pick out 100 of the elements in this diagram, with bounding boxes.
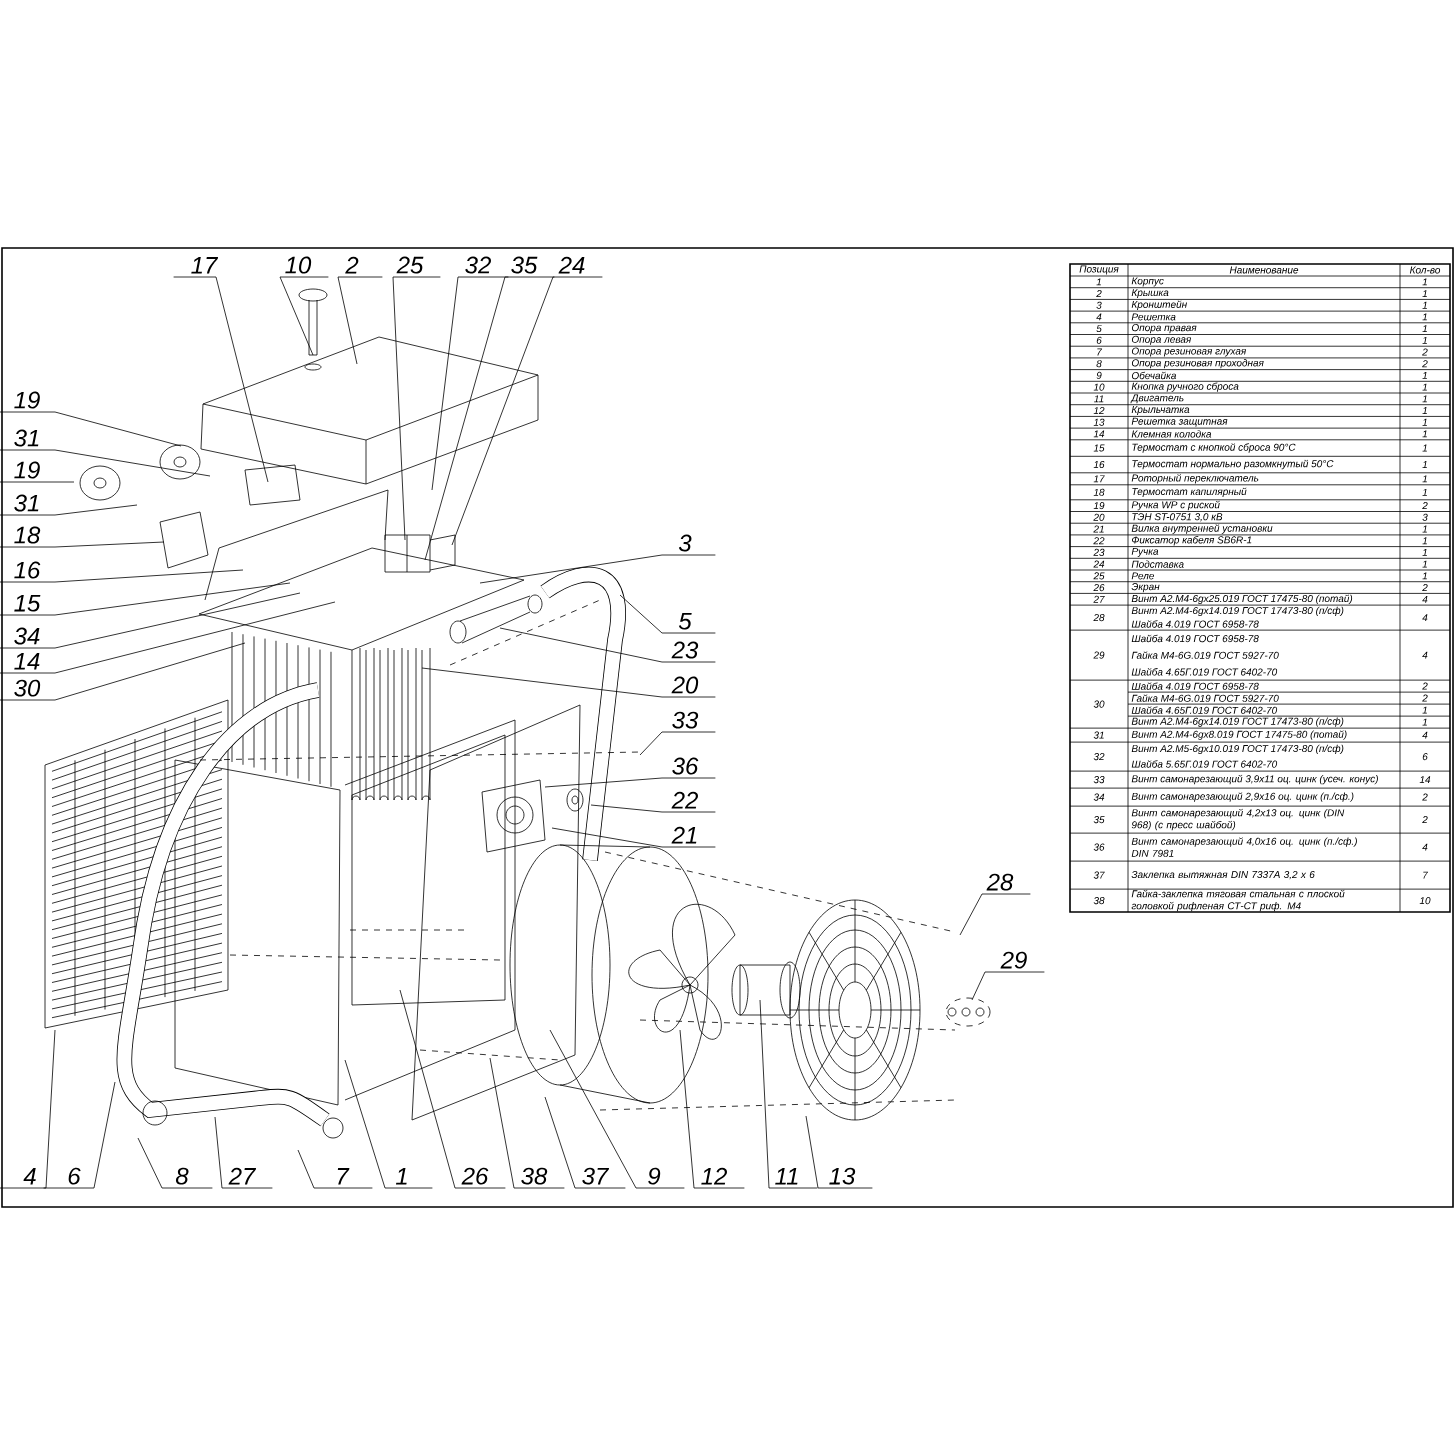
leader-line — [551, 827, 716, 848]
table-cell: 1 — [1422, 488, 1427, 496]
table-cell: Гайка М4-6G.019 ГОСТ 5927-70 — [1131, 694, 1279, 702]
table-cell: 34 — [1093, 793, 1105, 801]
leader-line — [971, 971, 1045, 1001]
table-cell: Экран — [1131, 583, 1160, 593]
table-cell: 27 — [1093, 595, 1105, 603]
leader-line — [43, 1081, 116, 1189]
table-cell: Решетка защитная — [1131, 417, 1228, 427]
table-cell: 1 — [1422, 706, 1427, 714]
callout-number: 16 — [14, 561, 41, 579]
table-cell: Опора резиновая глухая — [1131, 347, 1247, 357]
callout-number: 10 — [285, 256, 312, 274]
table-cell: 1 — [1096, 278, 1101, 286]
table-cell: 1 — [1422, 278, 1427, 286]
callout-number: 27 — [228, 1167, 257, 1185]
leader-line — [759, 999, 818, 1189]
table-cell: Винт самонарезающий 2,9x16 оц. цинк (п./сф.) — [1131, 792, 1354, 802]
table-cell: Крышка — [1131, 289, 1169, 299]
table-cell: 23 — [1093, 548, 1105, 556]
leader-line — [479, 554, 716, 584]
callout-number: 5 — [678, 612, 692, 630]
leader-line — [0, 449, 211, 477]
table-cell: 2 — [1422, 360, 1428, 368]
callout-number: 19 — [14, 461, 40, 479]
leader-line — [337, 276, 383, 365]
table-cell: ТЭН ST-0751 3,0 кВ — [1132, 513, 1223, 522]
table-cell: Шайба 4.65Г.019 ГОСТ 6402-70 — [1131, 706, 1278, 714]
table-header-cell: Наименование — [1229, 266, 1299, 274]
callout-number: 19 — [14, 391, 40, 409]
table-cell: 2 — [1422, 348, 1428, 356]
table-cell: Фиксатор кабеля SB6R-1 — [1132, 536, 1252, 546]
table-cell: 1 — [1422, 525, 1427, 533]
callout-number: 38 — [521, 1167, 548, 1185]
leader-line — [0, 1029, 56, 1189]
table-cell: Опора резиновая проходная — [1131, 359, 1264, 369]
leader-line — [489, 1057, 565, 1189]
table-cell: 1 — [1422, 461, 1427, 468]
leader-line — [0, 411, 182, 447]
table-cell: 1 — [1422, 313, 1427, 321]
leader-line — [399, 989, 506, 1189]
table-cell: 14 — [1419, 776, 1431, 784]
table-cell: Кнопка ручного сброса — [1131, 382, 1239, 392]
table-cell: 1 — [1422, 444, 1427, 452]
callout-number: 15 — [14, 594, 41, 612]
table-cell: 1 — [1422, 549, 1427, 556]
table-cell: 6 — [1096, 336, 1102, 344]
table-cell: 9 — [1096, 371, 1102, 379]
table-cell: 4 — [1422, 843, 1428, 851]
callout-number: 20 — [671, 676, 699, 694]
table-cell: Шайба 4.019 ГОСТ 6958-78 — [1131, 620, 1259, 628]
callout-number: 28 — [986, 873, 1014, 891]
table-cell: Винт самонарезающий 4,0x16 оц. цинк (п./сф.) DIN 7981 — [1131, 837, 1357, 857]
leader-line — [805, 1115, 873, 1189]
callout-number: 3 — [678, 534, 692, 552]
table-cell: Крыльчатка — [1131, 406, 1190, 415]
table-cell: 1 — [1422, 372, 1427, 379]
leader-line — [344, 1059, 433, 1189]
callout-number: 9 — [648, 1167, 661, 1185]
table-cell: 1 — [1422, 290, 1427, 298]
table-cell: Заклепка вытяжная DIN 7337A 3,2 x 6 — [1131, 870, 1315, 880]
table-cell: 20 — [1093, 513, 1105, 521]
table-cell: Опора левая — [1131, 335, 1192, 345]
table-cell: 19 — [1093, 502, 1105, 510]
table-cell: 18 — [1093, 488, 1105, 496]
leader-line — [639, 731, 716, 756]
table-cell: 15 — [1093, 444, 1105, 452]
leader-line — [173, 276, 269, 483]
table-cell: 36 — [1093, 843, 1105, 851]
table-cell: Ручка — [1131, 547, 1159, 557]
table-cell: Шайба 4.019 ГОСТ 6958-78 — [1131, 634, 1259, 643]
table-cell: 1 — [1422, 430, 1427, 438]
table-cell: 24 — [1093, 560, 1105, 568]
table-cell: 30 — [1093, 700, 1105, 708]
table-cell: Корпус — [1131, 277, 1164, 287]
leader-line — [0, 481, 75, 483]
leader-line — [424, 276, 555, 561]
callout-number: 35 — [511, 256, 538, 274]
table-cell: Опора правая — [1131, 324, 1197, 334]
table-cell: 4 — [1422, 731, 1428, 739]
leader-line — [619, 594, 716, 634]
leader-line — [214, 1116, 273, 1189]
leader-line — [499, 627, 716, 663]
callout-number: 6 — [68, 1167, 81, 1185]
callout-number: 4 — [23, 1168, 36, 1185]
leader-line — [0, 592, 301, 649]
table-cell: 16 — [1093, 460, 1105, 469]
table-cell: 2 — [1422, 816, 1428, 824]
table-cell: Винт самонарезающий 3,9x11 оц. цинк (усеч. конус) — [1131, 774, 1378, 785]
callout-number: 18 — [14, 526, 41, 544]
leader-line — [679, 1029, 745, 1189]
table-cell: 17 — [1093, 475, 1105, 483]
table-cell: 13 — [1093, 418, 1105, 426]
table-cell: 1 — [1422, 537, 1427, 545]
table-cell: 14 — [1093, 430, 1105, 438]
table-cell: 1 — [1422, 383, 1427, 391]
table-cell: Гайка М4-6G.019 ГОСТ 5927-70 — [1131, 651, 1279, 659]
table-cell: 1 — [1422, 301, 1427, 309]
leader-line — [137, 1137, 213, 1189]
table-cell: Винт самонарезающий 4,2x13 оц. цинк (DIN 968) (с пресс шайбой) — [1131, 808, 1345, 831]
